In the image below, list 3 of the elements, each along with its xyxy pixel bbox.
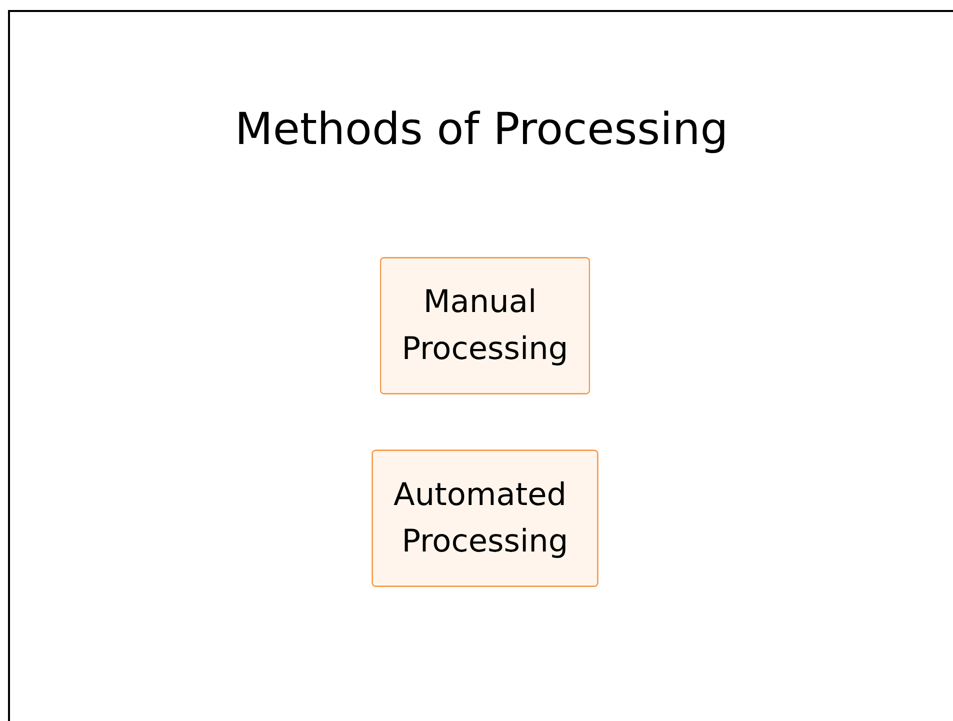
process-box: Automated Processing xyxy=(372,450,598,587)
slide-title: Methods of Processing xyxy=(234,104,728,155)
process-box: Manual Processing xyxy=(380,257,590,394)
